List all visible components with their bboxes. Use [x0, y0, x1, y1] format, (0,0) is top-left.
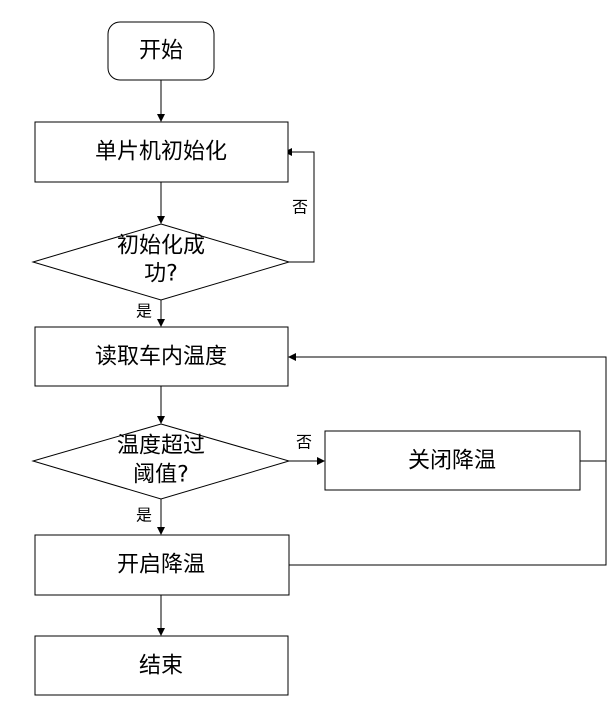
edge-cooling-on-to-end: [157, 595, 165, 636]
start-node: 开始: [107, 21, 215, 81]
threshold-check-label-line2: 阈值?: [133, 463, 189, 488]
edge-cooling-off-loop: [288, 353, 607, 462]
edge-read-to-check: [157, 386, 165, 424]
end-node: 结束: [34, 635, 289, 696]
init-check-label-line1: 初始化成: [117, 234, 205, 259]
cooling-on-node: 开启降温: [34, 534, 290, 596]
mcu-init-node-label: 单片机初始化: [95, 140, 227, 165]
threshold-check-decision: 温度超过 阈值?: [31, 423, 291, 500]
threshold-check-label-line1: 温度超过: [117, 434, 205, 459]
init-yes-label: 是: [136, 302, 152, 321]
start-node-label: 开始: [139, 39, 183, 64]
cooling-off-node-label: 关闭降温: [408, 449, 496, 474]
edge-init-check-yes: [157, 300, 165, 327]
end-node-label: 结束: [139, 654, 183, 679]
edge-threshold-no: [289, 457, 325, 465]
init-check-decision: 初始化成 功?: [31, 223, 291, 301]
read-temp-node-label: 读取车内温度: [95, 345, 227, 370]
edge-start-to-init: [157, 80, 165, 122]
cooling-on-node-label: 开启降温: [117, 553, 205, 578]
mcu-init-node: 单片机初始化: [34, 121, 289, 183]
edge-cooling-on-loop: [289, 461, 607, 566]
init-no-label: 否: [292, 198, 308, 217]
threshold-yes-label: 是: [136, 506, 152, 525]
read-temp-node: 读取车内温度: [34, 326, 289, 387]
edge-threshold-yes: [157, 499, 165, 535]
threshold-no-label: 否: [296, 433, 312, 452]
init-check-label-line2: 功?: [144, 262, 178, 287]
edge-init-to-check: [157, 182, 165, 224]
cooling-off-node: 关闭降温: [324, 430, 581, 491]
